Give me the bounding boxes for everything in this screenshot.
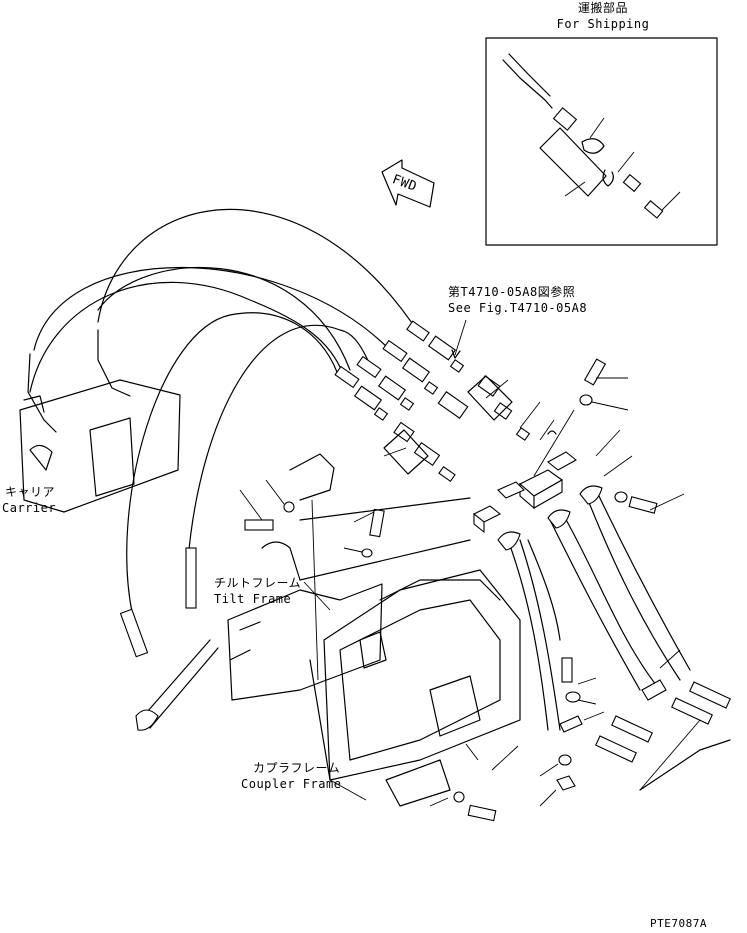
tilt-frame-label-ja: チルトフレーム xyxy=(214,576,302,590)
bolts-washers xyxy=(244,358,658,822)
fwd-arrow xyxy=(381,159,435,208)
ref-label-en: See Fig.T4710-05A8 xyxy=(448,301,588,315)
ref-arrow xyxy=(451,349,461,359)
leader-lines xyxy=(239,377,701,807)
small-part xyxy=(547,430,557,435)
shipping-label-ja: 運搬部品 xyxy=(577,1,628,15)
carrier-label-ja: キャリア xyxy=(5,485,56,499)
drawing-number: PTE7087A xyxy=(650,917,707,930)
coupler-frame-label-en: Coupler Frame xyxy=(241,777,342,791)
coupler-frame-label-ja: カプラフレーム xyxy=(253,761,341,775)
carrier-body xyxy=(19,329,181,513)
shipping-parts-inset xyxy=(485,37,718,246)
tilt-frame-label-en: Tilt Frame xyxy=(214,592,292,606)
hose-blocks xyxy=(472,451,577,534)
ref-leader xyxy=(454,319,467,356)
tilt-cylinder xyxy=(119,547,219,731)
carrier-label-en: Carrier xyxy=(2,501,57,515)
hydraulic-hoses xyxy=(29,209,421,613)
ref-label-ja: 第T4710-05A8図参照 xyxy=(448,285,576,299)
lower-hoses xyxy=(497,485,731,791)
coupler-frame xyxy=(309,569,521,807)
hose-fittings xyxy=(334,320,531,483)
shipping-label-en: For Shipping xyxy=(556,17,650,31)
tilt-frame xyxy=(227,453,471,701)
